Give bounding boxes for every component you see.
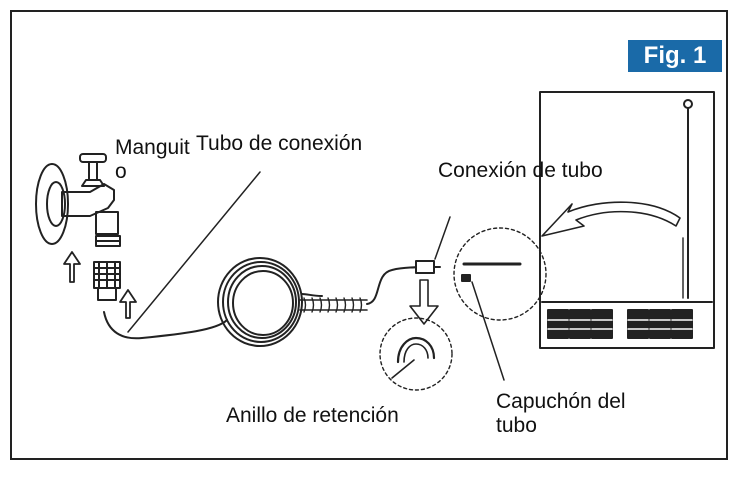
label-capuchon-tubo: Capuchón del tubo	[496, 390, 626, 437]
faucet-drawing	[35, 153, 137, 319]
weather-station-device	[539, 91, 715, 349]
label-manguito: Manguit o	[115, 136, 190, 183]
label-conexion-tubo: Conexión de tubo	[438, 159, 603, 182]
tube-cap-detail	[453, 227, 547, 381]
figure-badge: Fig. 1	[628, 40, 722, 72]
hose-drawing	[103, 216, 451, 347]
label-tubo-conexion: Tubo de conexión	[196, 132, 363, 155]
label-anillo-retencion: Anillo de retención	[226, 404, 399, 427]
retention-ring-detail	[379, 317, 453, 391]
diagram-frame: Fig. 1 Manguit o Tubo de conexión Conexi…	[10, 10, 728, 460]
installation-diagram	[35, 91, 715, 391]
